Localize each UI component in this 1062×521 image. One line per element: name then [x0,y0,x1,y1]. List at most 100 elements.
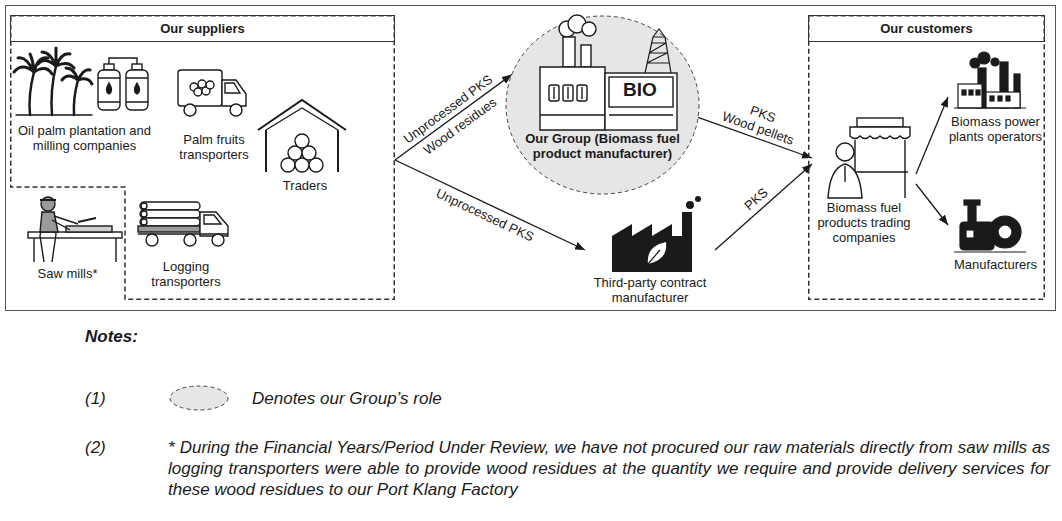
factory-icon [540,15,677,130]
note-number: (1) [85,388,106,409]
note-text: * During the Financial Years/Period Unde… [168,437,1050,500]
node-label: Oil palm plantation and milling companie… [12,123,157,153]
node-label: Saw mills* [15,266,120,281]
outer-frame [6,6,1056,311]
supplier-box: Saw mills* [15,190,120,281]
factory-icon [549,85,559,101]
shop-icon [850,127,910,139]
node-label: Palm fruits transporters [168,132,260,162]
flow-arrow [916,97,948,174]
oil-tank-icon [109,58,137,64]
machine-icon [989,216,1021,248]
customer-box: Biomass fuel products trading companies [812,112,916,245]
group-circle: BIO Our Group (Biomass fuel product manuf… [505,15,700,195]
supplier-box: Oil palm plantation and milling companie… [12,55,157,153]
factory-icon [540,114,673,115]
palm-tree-icon [74,80,78,115]
notes-heading: Notes: [85,326,138,347]
machine-icon [998,225,1012,239]
saw-mill-icon [66,226,112,232]
machine-icon [964,200,980,205]
supplier-box: Traders [255,100,355,193]
factory-icon [612,196,701,272]
factory-icon [648,250,660,264]
factory-icon [581,45,591,67]
factory-icon [577,85,587,101]
shop-icon [844,166,845,182]
node-label: Biomass power plants operators [948,114,1043,144]
factory-icon [540,67,605,130]
truck-icon [194,88,202,96]
legend-text: Denotes our Group’s role [252,388,442,409]
node-label: BIO [610,79,670,101]
logging-truck-icon [200,212,228,236]
power-plant-icon [986,92,1020,108]
logging-truck-icon [140,210,200,218]
shop-icon [855,140,905,198]
power-plant-icon [958,84,982,108]
palm-tree-icon [62,68,92,84]
logging-truck-icon [138,202,228,246]
warehouse-icon [258,100,346,130]
machine-icon [966,230,974,238]
oil-tank-icon [98,78,148,102]
node-label: Logging transporters [130,259,242,289]
power-plant-icon [998,96,1002,101]
saw-mill-icon [78,218,96,222]
saw-mill-icon [28,197,122,262]
oil-tank-icon [132,64,142,70]
node-label: Manufacturers [948,257,1043,272]
warehouse-icon [266,130,338,172]
supplier-box: Palm fruits transporters [168,60,260,162]
saw-mill-icon [41,197,55,211]
saw-mill-icon [52,216,78,230]
shop-icon [857,118,903,127]
factory-icon [686,201,694,209]
legend-sample [170,386,228,410]
factory-icon [609,77,673,107]
group-circle-outline [505,15,700,195]
logging-truck-icon [140,218,200,226]
saw-mill-icon [34,238,116,262]
factory-icon [581,87,582,99]
logging-truck-icon [138,226,200,232]
power-plant-icon [954,52,1026,108]
node-label: Third-party contract manufacturer [585,275,715,305]
logging-truck-icon [146,234,158,246]
palm-tree-icon [52,66,57,115]
palm-tree-icon [14,54,52,74]
flow-arrow [395,75,512,160]
factory-icon [648,242,666,264]
truck-icon [184,104,196,116]
power-plant-icon [978,52,990,64]
shop-icon [828,118,910,198]
machine-icon [954,251,1026,252]
note-number: (2) [85,437,106,458]
power-plant-icon [976,90,980,95]
factory-icon [567,87,568,99]
group-circle-outline [506,16,699,194]
warehouse-icon [258,100,346,172]
palm-tree-icon [38,48,74,68]
supplier-box: Logging transporters [130,195,242,289]
node-label: Our Group (Biomass fuel product manufact… [525,131,680,161]
factory-icon [605,73,677,130]
palm-tree-icon [16,114,92,115]
factory-icon [612,212,692,272]
region-heading: Our suppliers [10,15,395,42]
supplier-region: Our suppliersOil palm plantation and mil… [10,15,395,300]
factory-icon [563,37,575,67]
customer-region: Our customersBiomass fuel products tradi… [808,15,1045,300]
flow-arrow [715,164,812,250]
region-outline [11,16,395,300]
truck-icon [178,70,222,106]
shop-icon [828,164,862,198]
power-plant-icon [954,107,1026,108]
palm-tree-icon [14,48,92,115]
factory-icon [582,22,596,36]
warehouse-icon [266,108,338,130]
saw-mill-icon [40,199,56,201]
oil-tank-icon [104,64,114,70]
machine-icon [954,200,1026,252]
factory-icon [695,196,701,202]
